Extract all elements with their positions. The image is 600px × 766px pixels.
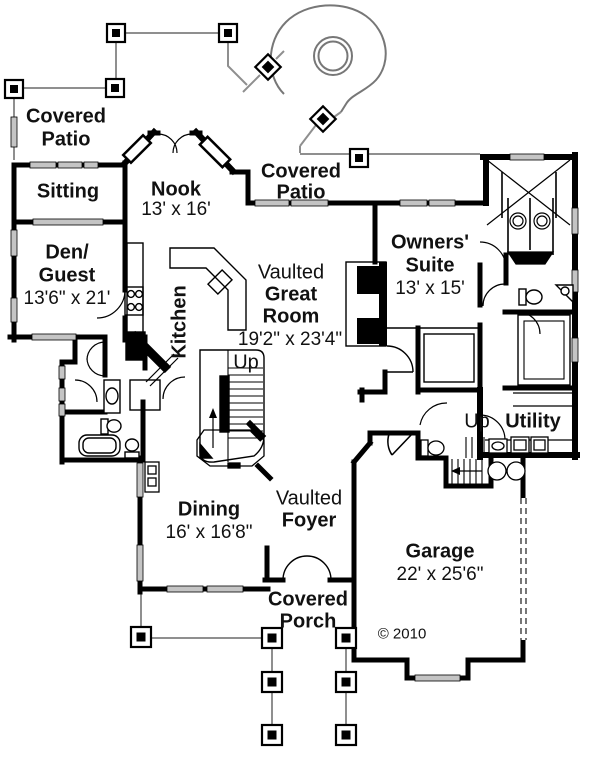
label-nook: Nook (151, 178, 201, 201)
label-covered-patio-nw: Patio (41, 128, 91, 151)
square-post (334, 626, 358, 650)
kitchen-island (169, 247, 247, 331)
dining-hutch (144, 461, 160, 493)
label-great-room-dims: 19'2" x 23'4" (237, 329, 343, 350)
spa-tub-icon (313, 36, 353, 76)
label-kitchen: Kitchen (168, 285, 191, 359)
label-covered-porch: Covered (267, 588, 349, 611)
toilet-icon (420, 439, 445, 457)
island-sink-icon (206, 268, 234, 296)
label-garage-dims: 22' x 25'6" (396, 564, 484, 585)
nook-bay-windows (121, 133, 232, 169)
square-post (334, 723, 358, 747)
toilet-icon (100, 418, 122, 435)
label-up-garage: Up (464, 410, 490, 433)
toilet-icon (124, 438, 140, 459)
walk-in-closet (517, 314, 571, 386)
suite-closet (387, 327, 478, 383)
french-door-arcs (157, 133, 193, 154)
square-post (129, 625, 153, 649)
square-post (260, 723, 284, 747)
label-den-guest-dims: 13'6" x 21' (23, 288, 111, 309)
label-covered-patio-n: Patio (276, 181, 326, 204)
utility-fixtures (420, 392, 575, 481)
square-post (260, 626, 284, 650)
diamond-post (253, 52, 283, 82)
shower-icon (486, 159, 571, 226)
label-owners-suite-dims: 13' x 15' (395, 278, 465, 299)
garage-staircase (451, 437, 485, 484)
water-softener-icon (506, 461, 526, 481)
label-garage: Garage (405, 540, 475, 563)
label-sitting: Sitting (36, 180, 100, 203)
copyright-text: © 2010 (377, 625, 427, 643)
windows (10, 116, 579, 682)
sink-icon (105, 387, 119, 405)
main-staircase (199, 349, 265, 463)
spa-patio-curve (269, 4, 387, 113)
corner-pantry-wall (128, 330, 172, 374)
label-dining: Dining (177, 498, 241, 521)
left-bath-fixtures (78, 379, 140, 459)
square-post (334, 670, 358, 694)
label-owners-suite: Owners' (390, 231, 470, 254)
owners-bath-fixtures (387, 159, 574, 386)
square-post (260, 670, 284, 694)
diamond-post (308, 104, 338, 134)
label-den-guest: Den/ (45, 241, 89, 264)
label-dining-dims: 16' x 16'8" (165, 522, 253, 543)
label-foyer-prefix: Vaulted (275, 487, 343, 510)
kitchen-fixtures (124, 242, 247, 411)
corner-sink-icon (554, 284, 574, 304)
label-up-main: Up (233, 351, 259, 374)
label-great-room: Great (264, 283, 318, 306)
label-covered-patio-n: Covered (260, 160, 342, 183)
label-great-room-prefix: Vaulted (257, 261, 325, 284)
fireplace-icon (345, 261, 387, 347)
double-vanity-icon (506, 198, 555, 265)
square-post (217, 22, 239, 44)
patio-porch-outlines (13, 32, 480, 726)
square-post (105, 22, 127, 44)
label-owners-suite: Suite (405, 254, 455, 277)
label-nook-dims: 13' x 16' (141, 199, 211, 220)
square-post (3, 78, 25, 100)
square-post (104, 77, 126, 99)
porch-posts (129, 625, 358, 747)
label-den-guest: Guest (38, 264, 96, 287)
label-utility: Utility (505, 410, 561, 433)
bathtub-icon (78, 434, 121, 457)
patio-posts (3, 22, 370, 169)
door-swings (74, 241, 541, 581)
label-covered-porch: Porch (279, 610, 337, 633)
dining-foyer-details (144, 428, 265, 493)
label-covered-patio-nw: Covered (25, 105, 107, 128)
label-foyer: Foyer (281, 509, 337, 532)
label-great-room: Room (262, 305, 320, 328)
water-heater-icon (487, 461, 507, 481)
pantry-cabinet (129, 379, 161, 411)
square-post (348, 147, 370, 169)
garage-door-dashed (518, 498, 528, 640)
toilet-icon (518, 288, 543, 306)
range-stove-icon (124, 286, 144, 316)
